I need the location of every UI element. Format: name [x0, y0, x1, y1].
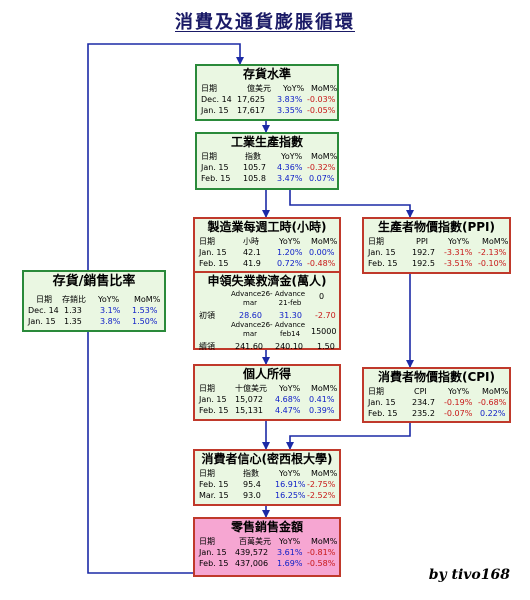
- box-title: 個人所得: [242, 367, 291, 381]
- table-row: Dec. 14 17,625 3.83% -0.03%: [201, 95, 336, 104]
- arrow-cpi-to-sentiment: [286, 423, 411, 450]
- box-title: 生產者物價指數(PPI): [377, 220, 496, 234]
- table-row: Jan. 15 234.7 -0.19% -0.68%: [368, 398, 507, 407]
- box-title: 存貨/銷售比率: [52, 274, 136, 289]
- inventory-sales-ratio-box: 存貨/銷售比率 日期 存銷比 YoY% MoM% Dec. 14 1.33 3.…: [22, 270, 166, 332]
- page-title: 消費及通貨膨脹循環: [175, 12, 355, 33]
- box-title: 零售銷售金額: [230, 520, 303, 534]
- retail-sales-box: 零售銷售金額 日期 百萬美元 YoY% MoM% Jan. 15 439,572…: [193, 517, 341, 577]
- table-header: 日期 存銷比 YoY% MoM%: [36, 295, 161, 304]
- table-header: Advance26-mar Advance feb14 15000: [231, 321, 337, 338]
- table-header: 日期 指數 YoY% MoM%: [201, 152, 338, 161]
- table-header: 日期 PPI YoY% MoM%: [368, 237, 509, 246]
- table-row: Jan. 15 1.35 3.8% 1.50%: [28, 317, 158, 326]
- table-row: Feb. 15 235.2 -0.07% 0.22%: [368, 409, 506, 418]
- personal-income-box: 個人所得 日期 十億美元 YoY% MoM% Jan. 15 15,072 4.…: [193, 364, 341, 421]
- ppi-box: 生產者物價指數(PPI) 日期 PPI YoY% MoM% Jan. 15 19…: [362, 217, 511, 274]
- jobless-claims-section: 申領失業救濟金(萬人) Advance26-mar Advance 21-feb…: [195, 271, 339, 352]
- arrow-ratio-to-inventory: [87, 43, 244, 270]
- arrow-retail-to-ratio: [84, 309, 194, 574]
- table-row: Feb. 15 105.8 3.47% 0.07%: [201, 174, 335, 183]
- table-row: Feb. 15 95.4 16.91% -2.75%: [199, 480, 336, 489]
- table-header: 日期 十億美元 YoY% MoM%: [199, 384, 338, 393]
- table-header: 日期 百萬美元 YoY% MoM%: [199, 537, 338, 546]
- industrial-production-box: 工業生產指數 日期 指數 YoY% MoM% Jan. 15 105.7 4.3…: [195, 132, 339, 190]
- table-header: Advance26-mar Advance 21-feb 0: [231, 290, 325, 307]
- table-row: Jan. 15 105.7 4.36% -0.32%: [201, 163, 336, 172]
- box-title: 製造業每週工時(小時): [207, 220, 327, 234]
- weekly-hours-box: 製造業每週工時(小時) 日期 小時 YoY% MoM% Jan. 15 42.1…: [193, 217, 341, 352]
- table-header: 日期 小時 YoY% MoM%: [199, 237, 338, 246]
- table-row: Feb. 15 41.9 0.72% -0.48%: [199, 259, 336, 268]
- table-row: 續領 241.60 240.10 1.50: [199, 342, 335, 351]
- table-header: 日期 CPI YoY% MoM%: [368, 387, 509, 396]
- author-credit: by tivo168: [428, 567, 510, 583]
- inventory-level-box: 存貨水準 日期 億美元 YoY% MoM% Dec. 14 17,625 3.8…: [195, 64, 339, 121]
- arrow-production-to-ppi: [289, 190, 414, 218]
- table-row: Jan. 15 439,572 3.61% -0.81%: [199, 548, 336, 557]
- box-title: 消費者信心(密西根大學): [201, 452, 333, 466]
- table-header: 日期 指數 YoY% MoM%: [199, 469, 338, 478]
- consumer-sentiment-box: 消費者信心(密西根大學) 日期 指數 YoY% MoM% Feb. 15 95.…: [193, 449, 341, 506]
- table-row: Feb. 15 15,131 4.47% 0.39%: [199, 406, 335, 415]
- table-row: Feb. 15 437,006 1.69% -0.58%: [199, 559, 336, 568]
- table-row: Dec. 14 1.33 3.1% 1.53%: [28, 306, 158, 315]
- table-header: 日期 億美元 YoY% MoM%: [201, 84, 338, 93]
- cpi-box: 消費者物價指數(CPI) 日期 CPI YoY% MoM% Jan. 15 23…: [362, 367, 511, 423]
- table-row: Feb. 15 192.5 -3.51% -0.10%: [368, 259, 507, 268]
- box-title: 工業生產指數: [230, 135, 303, 149]
- table-row: Jan. 15 192.7 -3.31% -2.13%: [368, 248, 507, 257]
- table-row: Jan. 15 42.1 1.20% 0.00%: [199, 248, 335, 257]
- box-title: 存貨水準: [242, 67, 291, 81]
- box-title: 申領失業救濟金(萬人): [207, 274, 327, 288]
- table-row: Jan. 15 15,072 4.68% 0.41%: [199, 395, 335, 404]
- box-title: 消費者物價指數(CPI): [377, 370, 496, 384]
- table-row: 初領 28.60 31.30 -2.70: [199, 311, 336, 320]
- table-row: Mar. 15 93.0 16.25% -2.52%: [199, 491, 336, 500]
- table-row: Jan. 15 17,617 3.35% -0.05%: [201, 106, 336, 115]
